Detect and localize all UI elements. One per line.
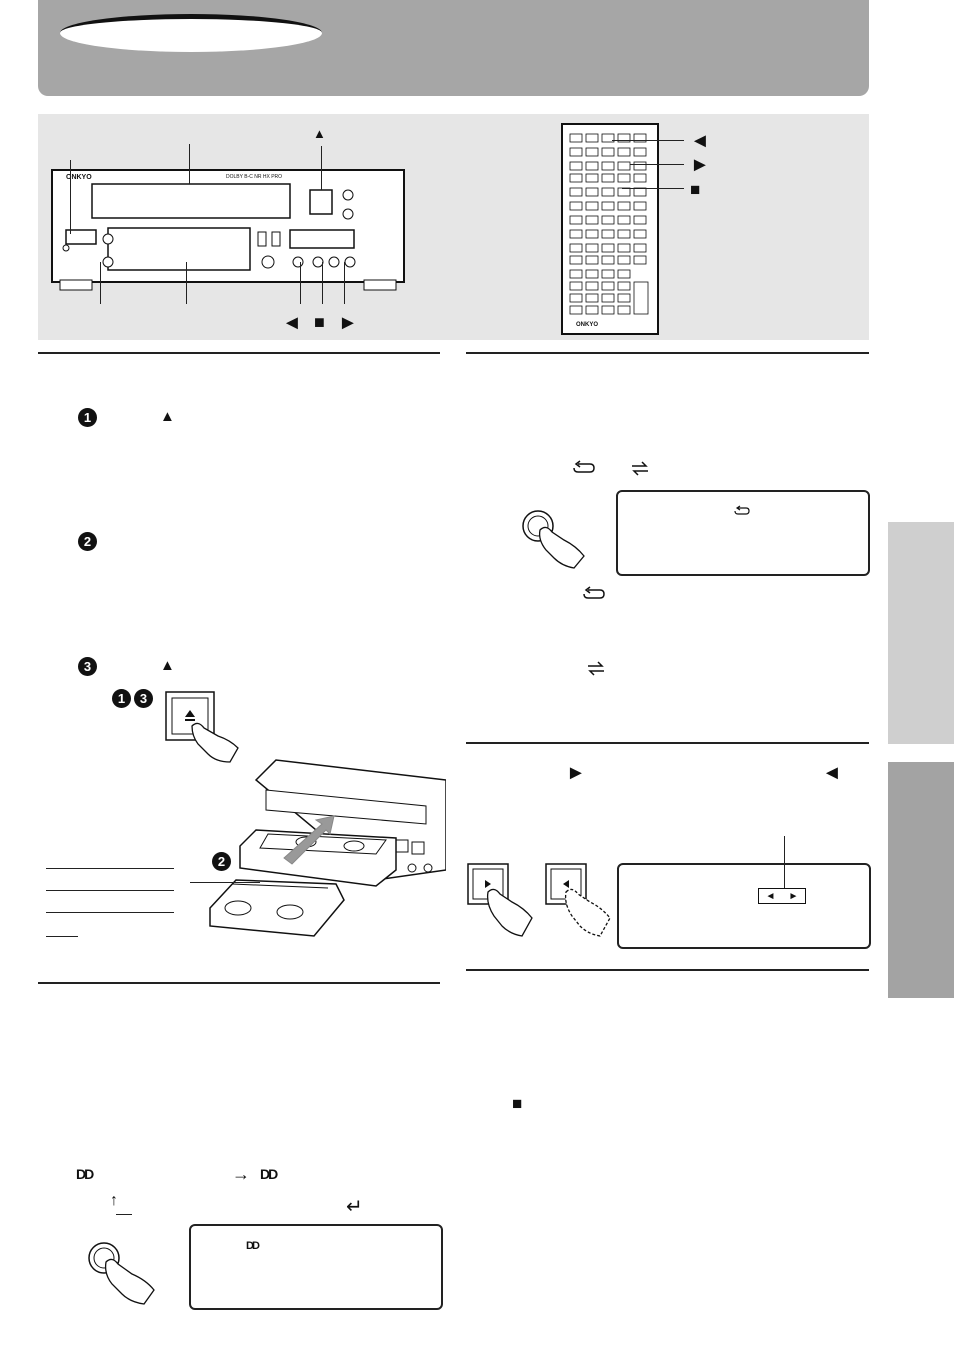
callout-line: [344, 262, 346, 304]
arrow-right: →: [232, 1164, 250, 1184]
section-divider: [466, 969, 869, 971]
remote-forward-label: ►: [690, 154, 710, 176]
reverse-play-button-illustration: [544, 862, 614, 942]
callout-line: [189, 144, 191, 184]
cassette-insertion-illustration: [196, 750, 446, 946]
section-divider: [466, 742, 869, 744]
direction-right-arrow: ►: [788, 890, 799, 902]
dolby-symbol: DD: [76, 1166, 94, 1182]
dolby-nr-button-illustration: [86, 1240, 166, 1306]
step-number-1: 1: [78, 408, 97, 427]
deck-brand: ONKYO: [66, 174, 92, 181]
cassette-deck-illustration: [50, 168, 410, 308]
side-tab-active: [888, 762, 954, 998]
section-divider: [38, 982, 440, 984]
transport-forward-label: ►: [338, 312, 358, 334]
reverse-mode-icon: [582, 586, 606, 606]
display-panel: [616, 490, 870, 576]
loop-line: [116, 1214, 132, 1215]
remote-callout: [630, 164, 684, 165]
forward-play-button-illustration: [466, 862, 536, 942]
arrow-loop: ↑: [110, 1192, 118, 1209]
callout-line: [70, 160, 72, 234]
reverse-mode-icon: [572, 460, 596, 480]
legend-line: [46, 890, 174, 891]
display-panel: [617, 863, 871, 949]
remote-callout: [622, 188, 684, 189]
callout-line: [186, 262, 188, 304]
reverse-play-symbol: ◄: [822, 762, 842, 784]
step-number-3: 3: [134, 689, 153, 708]
reverse-mode-button-illustration: [520, 508, 590, 570]
direction-left-arrow: ◄: [765, 890, 776, 902]
callout-line: [322, 262, 324, 304]
direction-indicator-box: ◄ ►: [758, 888, 806, 904]
eject-label: ▲: [313, 126, 326, 141]
remote-reverse-label: ◄: [690, 130, 710, 152]
eject-button-illustration: [164, 690, 244, 770]
callout-line: [100, 262, 102, 304]
step-number-1: 1: [112, 689, 131, 708]
remote-stop-label: ■: [690, 180, 701, 199]
step-number-2: 2: [212, 852, 231, 871]
deck-model-text: DOLBY B-C NR HX PRO: [226, 174, 283, 180]
legend-line: [46, 936, 78, 937]
arrow-return: ↵: [346, 1196, 363, 1218]
stop-symbol: ■: [512, 1094, 523, 1113]
one-way-mode-icon: [630, 460, 650, 480]
remote-callout: [612, 140, 684, 141]
remote-brand: ONKYO: [576, 322, 599, 328]
eject-symbol: ▲: [160, 408, 175, 425]
legend-pointer: [190, 882, 260, 883]
legend-line: [46, 868, 174, 869]
display-panel: [189, 1224, 443, 1310]
callout-line: [300, 262, 302, 304]
step-number-2: 2: [78, 532, 97, 551]
section-title-oval: [60, 14, 322, 52]
legend-line: [46, 912, 174, 913]
step-number-3: 3: [78, 657, 97, 676]
one-way-mode-icon: [586, 660, 606, 680]
section-divider: [466, 352, 869, 354]
transport-reverse-label: ◄: [282, 312, 302, 334]
transport-stop-label: ■: [314, 312, 325, 332]
display-reverse-indicator: [734, 504, 750, 522]
callout-line: [321, 146, 323, 190]
eject-symbol: ▲: [160, 657, 175, 674]
side-tab: [888, 522, 954, 744]
forward-play-symbol: ►: [566, 762, 586, 784]
section-divider: [38, 352, 440, 354]
remote-control-illustration: [560, 122, 660, 336]
callout-line: [784, 836, 786, 888]
display-dolby-indicator: DD: [246, 1240, 260, 1252]
dolby-symbol: DD: [260, 1166, 278, 1182]
